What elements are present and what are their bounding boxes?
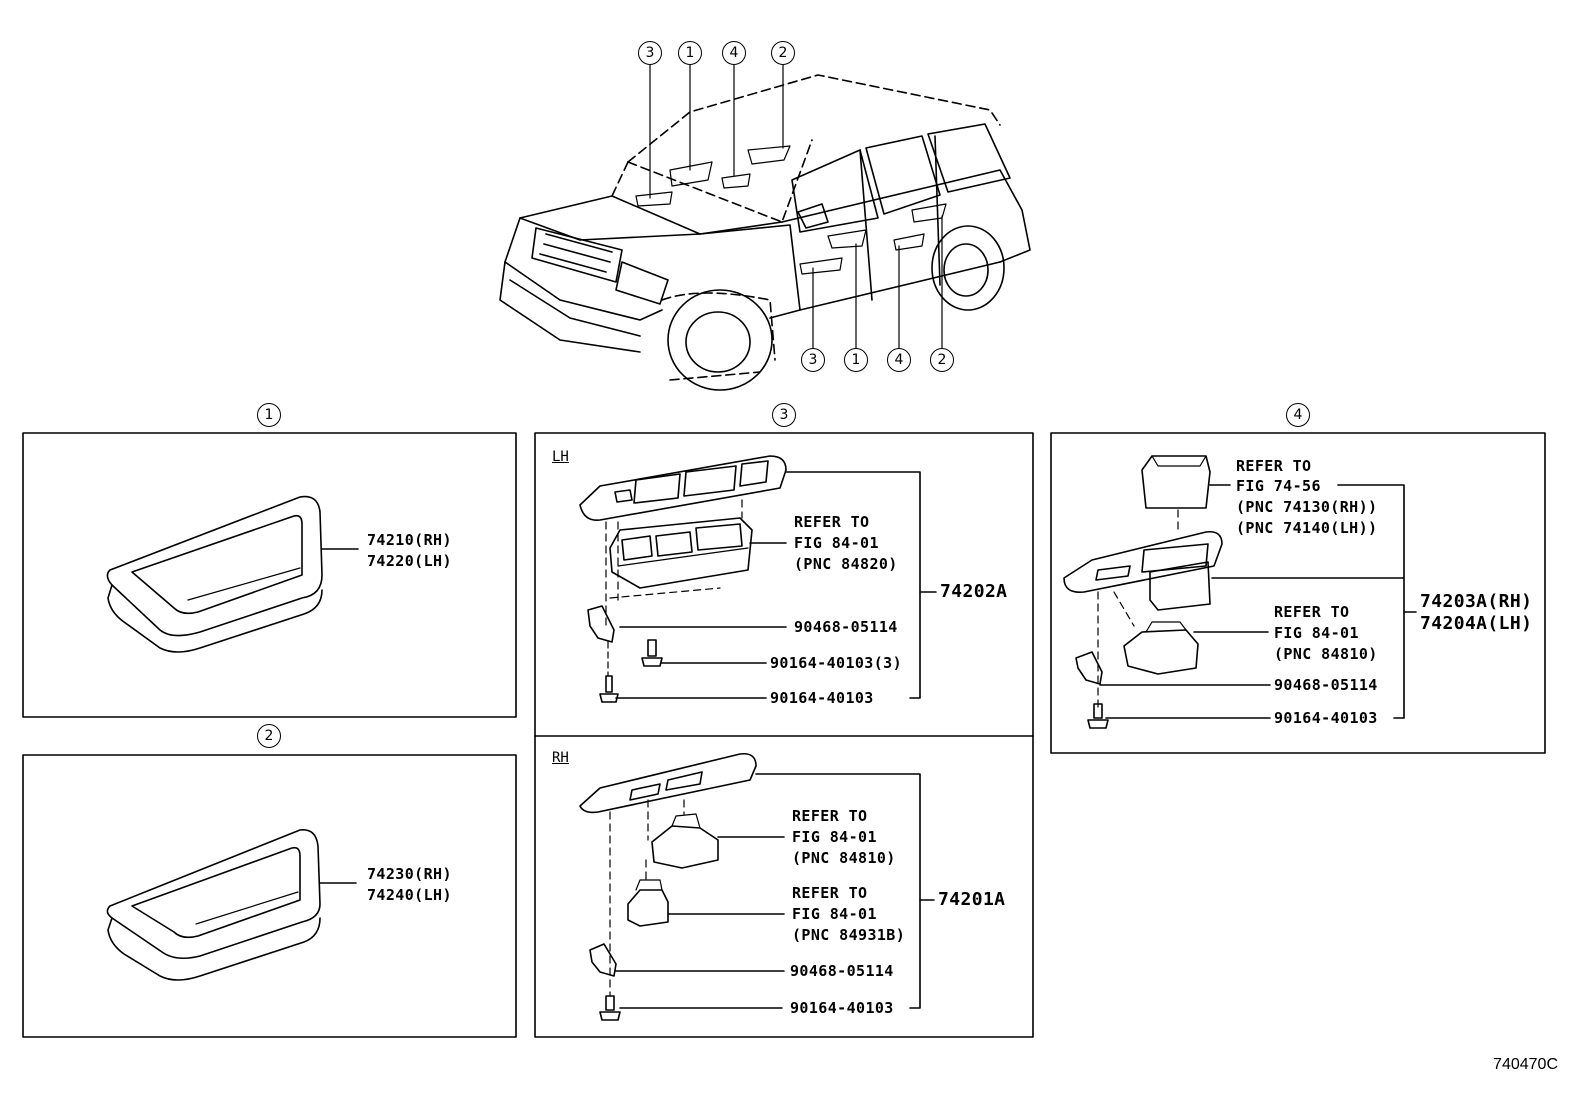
section-3-frame bbox=[534, 432, 1034, 1038]
s4-refer-a-line-1: REFER TO bbox=[1236, 457, 1312, 475]
section-2-grip-drawing bbox=[106, 829, 357, 981]
s4-refer-b-line-1: REFER TO bbox=[1274, 603, 1350, 621]
section-1-frame bbox=[22, 432, 517, 718]
s4-refer-a-line-3: (PNC 74130(RH)) bbox=[1236, 498, 1378, 516]
s4-refer-b-line-2: FIG 84-01 bbox=[1274, 624, 1359, 642]
rh-part-90164-40103: 90164-40103 bbox=[790, 999, 894, 1017]
vehicle-callout-top-1: 1 bbox=[678, 41, 702, 65]
s4-part-90164-40103: 90164-40103 bbox=[1274, 709, 1378, 727]
section-3-marker: 3 bbox=[772, 403, 796, 427]
section-4-marker: 4 bbox=[1286, 403, 1310, 427]
vehicle-callout-bottom-2: 2 bbox=[930, 348, 954, 372]
lh-refer-line-2: FIG 84-01 bbox=[794, 534, 879, 552]
s4-part-90468-05114: 90468-05114 bbox=[1274, 676, 1378, 694]
assembly-74204a-lh: 74204A(LH) bbox=[1420, 613, 1533, 634]
lh-part-90164-40103: 90164-40103 bbox=[770, 689, 874, 707]
rh-refer-a-line-1: REFER TO bbox=[792, 807, 868, 825]
lh-refer-line-1: REFER TO bbox=[794, 513, 870, 531]
part-number-74210-rh: 74210(RH) bbox=[367, 531, 452, 549]
vehicle-callout-top-3: 3 bbox=[638, 41, 662, 65]
rh-part-90468-05114: 90468-05114 bbox=[790, 962, 894, 980]
section-2-frame bbox=[22, 754, 517, 1038]
s4-refer-a-line-4: (PNC 74140(LH)) bbox=[1236, 519, 1378, 537]
section-3-lh-label: LH bbox=[552, 449, 569, 465]
assembly-74203a-rh: 74203A(RH) bbox=[1420, 591, 1533, 612]
part-number-74240-lh: 74240(LH) bbox=[367, 886, 452, 904]
section-2-marker: 2 bbox=[257, 724, 281, 748]
assembly-74201a: 74201A bbox=[938, 889, 1006, 910]
rh-refer-b-line-2: FIG 84-01 bbox=[792, 905, 877, 923]
vehicle-callout-bottom-4: 4 bbox=[887, 348, 911, 372]
lh-part-90164-40103-qty3: 90164-40103(3) bbox=[770, 654, 903, 672]
rh-refer-b-line-1: REFER TO bbox=[792, 884, 868, 902]
s4-refer-a-line-2: FIG 74-56 bbox=[1236, 477, 1321, 495]
section-4-drawing bbox=[1063, 455, 1417, 729]
s4-refer-b-line-3: (PNC 84810) bbox=[1274, 645, 1378, 663]
rh-refer-b-line-3: (PNC 84931B) bbox=[792, 926, 906, 944]
lh-refer-line-3: (PNC 84820) bbox=[794, 555, 898, 573]
section-3-rh-drawing bbox=[579, 752, 935, 1021]
rh-refer-a-line-2: FIG 84-01 bbox=[792, 828, 877, 846]
vehicle-illustration bbox=[499, 63, 1031, 391]
vehicle-callout-bottom-1: 1 bbox=[844, 348, 868, 372]
part-number-74220-lh: 74220(LH) bbox=[367, 552, 452, 570]
section-1-marker: 1 bbox=[257, 403, 281, 427]
vehicle-callout-top-2: 2 bbox=[771, 41, 795, 65]
lh-part-90468-05114: 90468-05114 bbox=[794, 618, 898, 636]
section-1-grip-drawing bbox=[106, 495, 359, 653]
vehicle-callout-bottom-3: 3 bbox=[801, 348, 825, 372]
figure-code: 740470C bbox=[1493, 1056, 1558, 1073]
section-3-rh-label: RH bbox=[552, 750, 569, 766]
section-3-lh-drawing bbox=[579, 455, 937, 703]
rh-refer-a-line-3: (PNC 84810) bbox=[792, 849, 896, 867]
section-4-frame bbox=[1050, 432, 1546, 754]
assembly-74202a: 74202A bbox=[940, 581, 1008, 602]
vehicle-callout-top-4: 4 bbox=[722, 41, 746, 65]
part-number-74230-rh: 74230(RH) bbox=[367, 865, 452, 883]
